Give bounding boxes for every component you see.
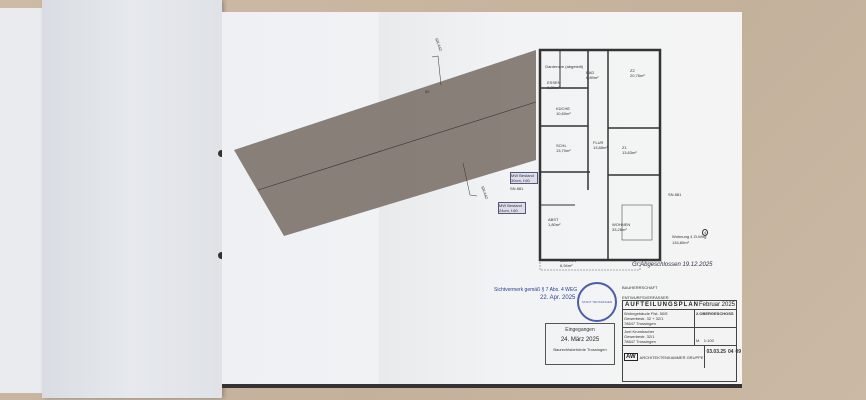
room-area: 33,26m²	[612, 227, 627, 232]
binder-page	[42, 0, 225, 398]
section-mark-line	[462, 162, 478, 197]
room-label: Z1	[622, 145, 627, 150]
left-page	[0, 8, 50, 393]
room-label: ESSEN	[547, 80, 561, 85]
client-address: Gewerbestr. 32/1	[624, 334, 655, 339]
plan-date: Februar 2025	[699, 302, 736, 308]
plan-number: 04	[727, 349, 734, 355]
unit-label: Wohnung 4 Zi-Whg	[672, 234, 707, 239]
client-city: 78647 Trossingen	[624, 339, 656, 344]
city-seal: STADT TROSSINGEN	[577, 282, 617, 322]
scale-value: 1:100	[703, 338, 714, 343]
section-mark-line	[431, 55, 442, 86]
received-date: 24. März 2025	[560, 337, 600, 343]
bestand-note: MW Bestand 24cm, f.60	[498, 202, 526, 214]
plan-issue-date: 03.03.25	[706, 349, 726, 355]
office-logo: AW	[624, 353, 638, 361]
room-label: ABST	[548, 217, 559, 222]
plan-index: 09	[735, 349, 742, 355]
floor-label: 2.OBERGESCHOSS	[696, 311, 734, 316]
parcel-shading	[234, 50, 536, 236]
handwritten-note: Gr.Abgeschlossen 19.12.2025	[632, 262, 713, 268]
parcel-label: 60	[425, 89, 430, 94]
room-area: 6,94m²	[560, 263, 573, 268]
project-city: 78647 Trossingen	[624, 321, 656, 326]
unit-area: 134,80m²	[672, 240, 689, 245]
room-area: 9,30m²	[547, 85, 560, 90]
sichtvermerk-stamp: Sichtvermerk gemäß § 7 Abs. 4 WEG	[494, 287, 578, 293]
received-label: Eingegangen	[565, 327, 595, 333]
room-label: BAD	[586, 70, 595, 75]
room-label: WOHNEN	[612, 222, 631, 227]
section-mark: SN 881	[668, 192, 682, 197]
seal-text: STADT TROSSINGEN	[581, 300, 613, 304]
plan-title: AUFTEILUNGSPLAN	[625, 302, 699, 308]
client-name: Joel Krumbacher	[624, 329, 655, 334]
room-area: 13,70m²	[556, 148, 571, 153]
bestand-note: MW Bestand 30cm, f.60	[510, 172, 538, 184]
architect-signature-label: ENTWURFSVERFASSER	[622, 295, 669, 300]
scale-label: M	[696, 338, 700, 343]
room-area: 13,88m²	[593, 145, 608, 150]
room-area: 13,63m²	[622, 150, 637, 155]
received-authority: Baurechtsbehörde Trossingen	[553, 347, 607, 352]
received-stamp: Eingegangen 24. März 2025 Baurechtsbehör…	[545, 323, 615, 365]
project-address: Gewerbestr. 32 + 32/1	[624, 316, 664, 321]
project-name: Wohngebäude Flst. 50/5	[624, 311, 668, 316]
binder-ring	[218, 252, 225, 259]
room-area: 1,80m²	[548, 222, 561, 227]
room-label: Garderobe (abgeteilt)	[545, 64, 584, 69]
office-name: ARCHITEKTENKAMMER GRUPPE	[639, 354, 704, 360]
unit-number: 4	[702, 229, 709, 236]
room-label: KÜCHE	[556, 106, 571, 111]
room-label: BALKON	[560, 258, 577, 263]
walls	[538, 48, 662, 271]
owner-signature-label: BAUHERRSCHAFT	[622, 285, 658, 290]
room-area: 10,60m²	[556, 111, 571, 116]
parcel-line	[257, 101, 537, 191]
section-mark: SN 881	[510, 186, 524, 191]
room-label: Z2	[630, 68, 635, 73]
binder-ring	[218, 150, 225, 157]
room-label: FLUR	[593, 140, 604, 145]
title-block: AUFTEILUNGSPLAN Februar 2025 Wohngebäude…	[622, 300, 741, 382]
room-label: SCHL	[556, 143, 567, 148]
room-area: 6,89m²	[586, 75, 599, 80]
stamp-date: 22. Apr. 2025	[540, 295, 576, 301]
room-area: 20,76m²	[630, 73, 645, 78]
